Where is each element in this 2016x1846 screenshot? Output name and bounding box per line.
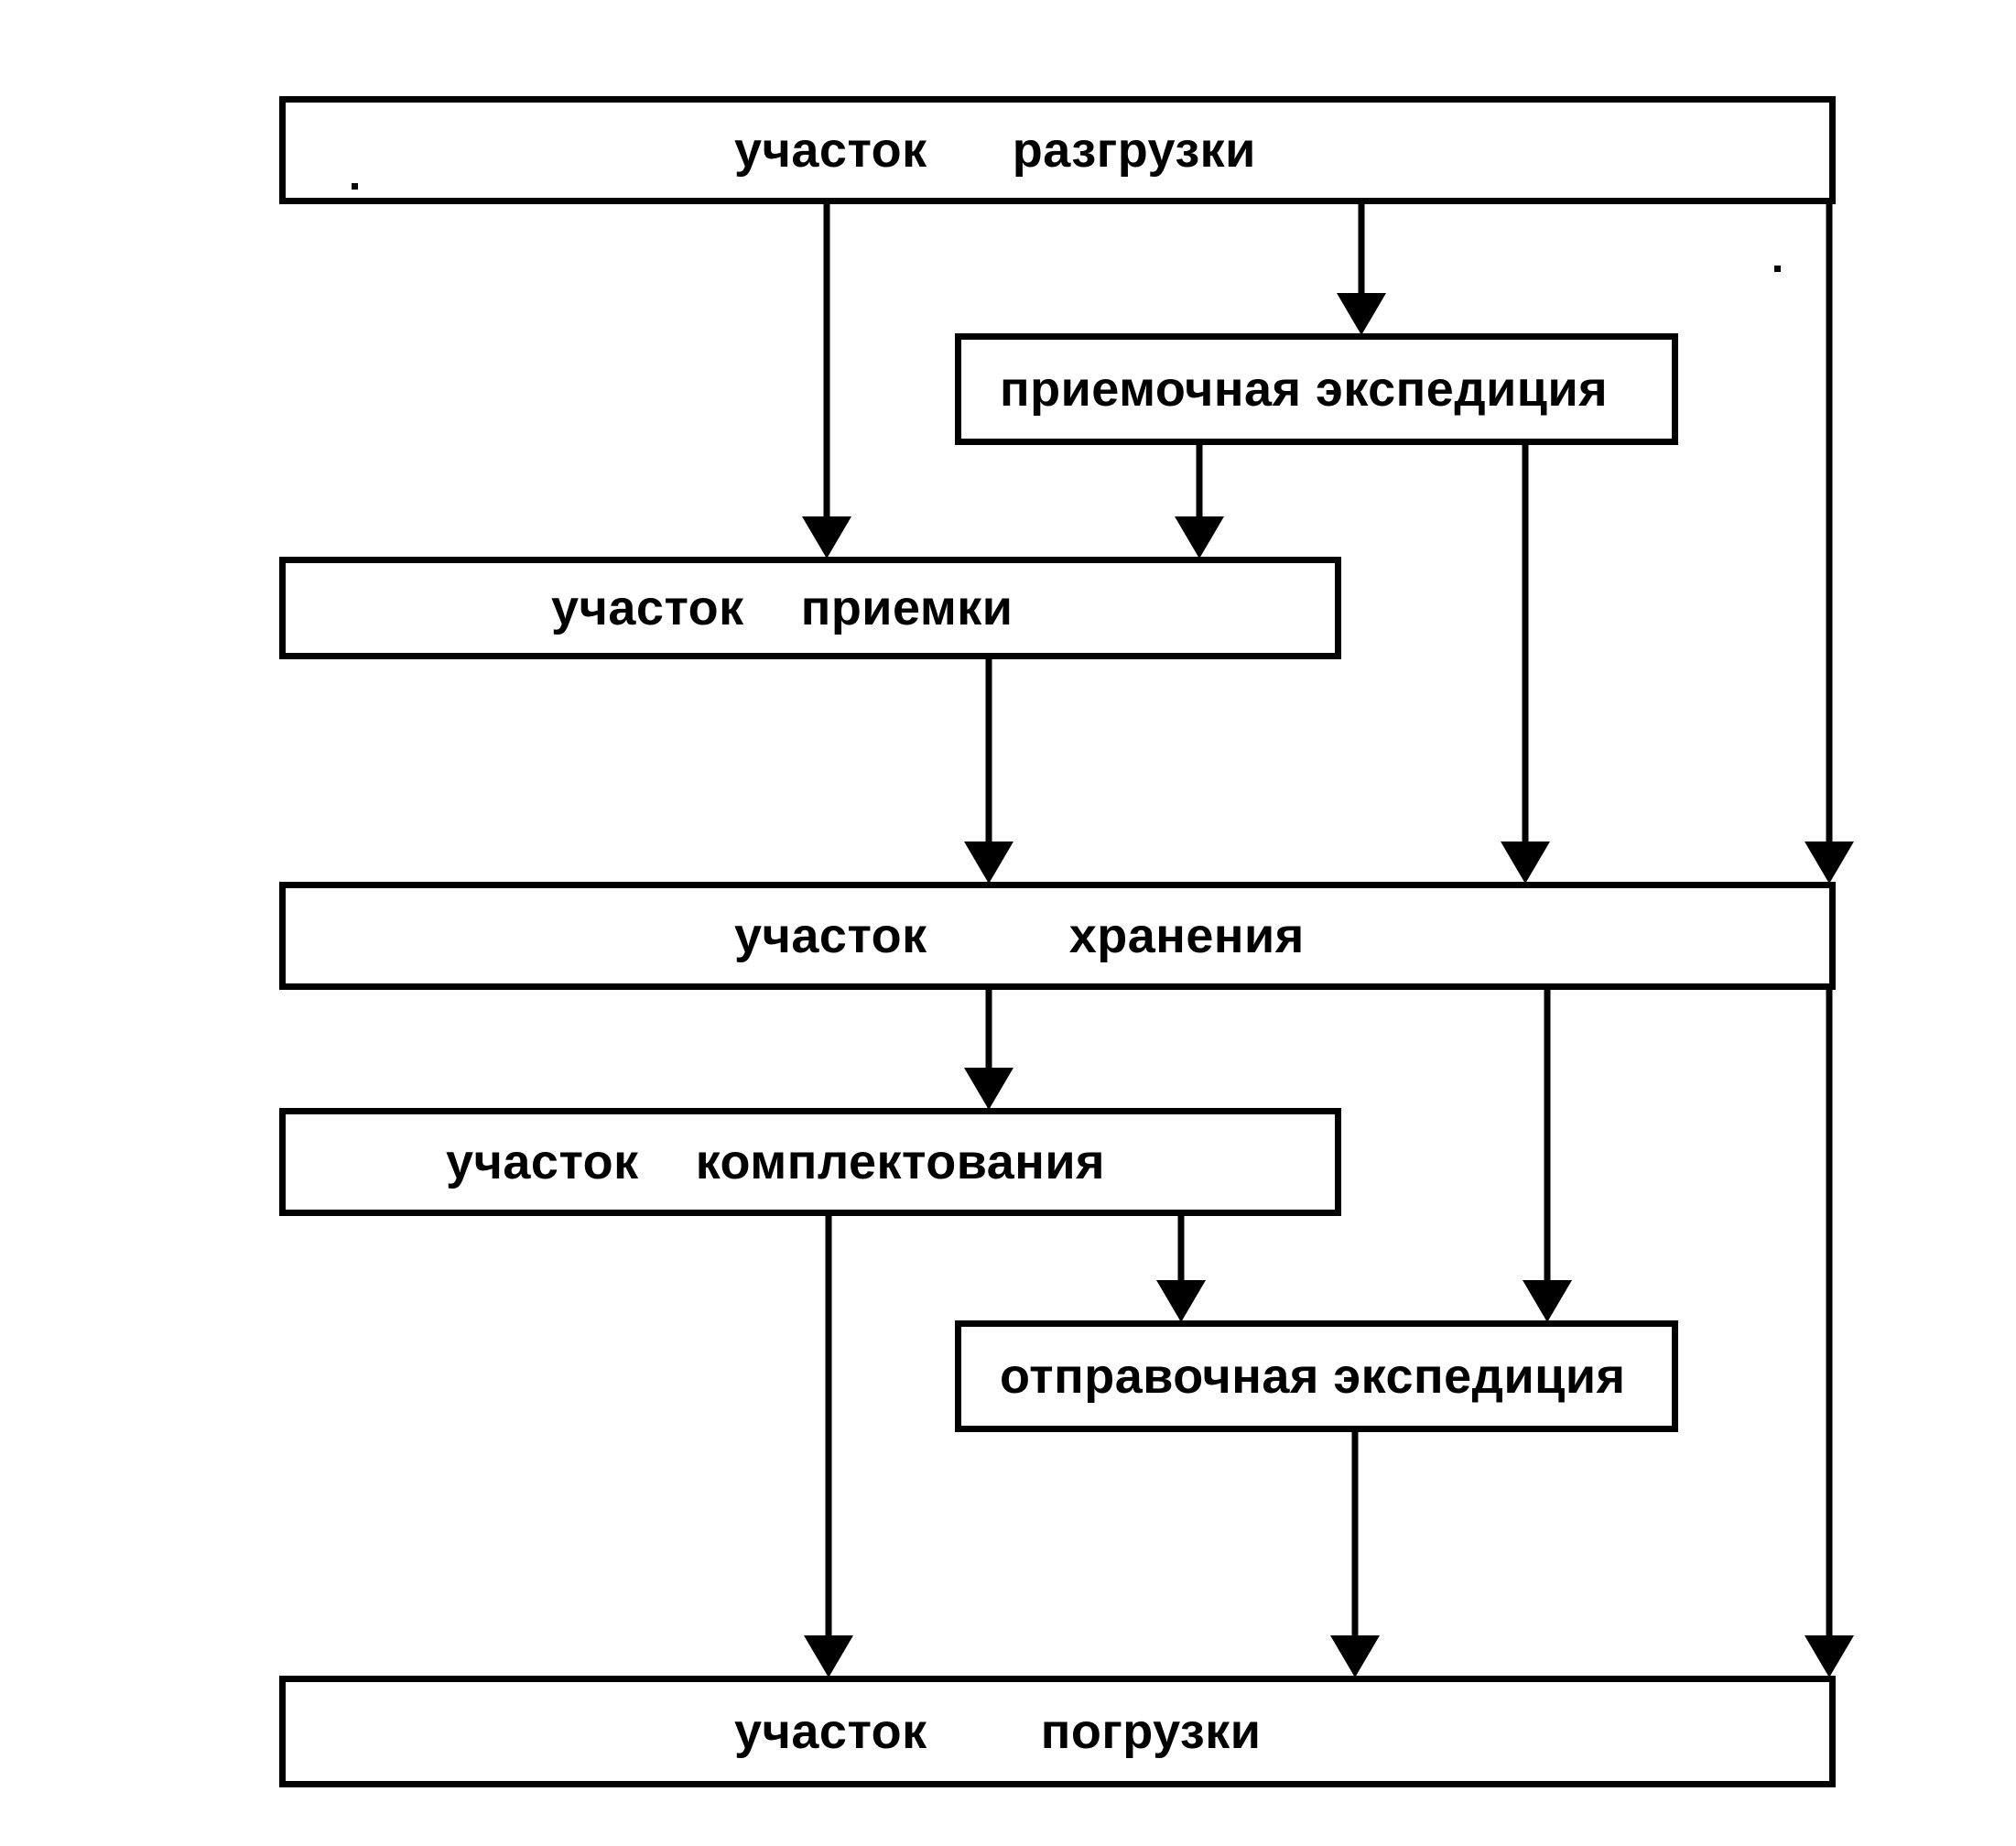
node-dispatch: отправочная экспедиция (955, 1320, 1678, 1432)
arrowhead-icon (964, 842, 1013, 884)
arrowhead-icon (1330, 1635, 1380, 1678)
node-label-unloading: участок разгрузки (734, 123, 1256, 178)
node-label-acceptance: участок приемки (551, 581, 1013, 635)
edge-dispatch-to-loading (1330, 1432, 1380, 1678)
edge-unloading-to-storage (1805, 204, 1854, 884)
arrowhead-icon (1337, 293, 1386, 335)
node-loading: участок погрузки (279, 1676, 1836, 1787)
arrowhead-icon (1175, 516, 1224, 559)
node-acceptance: участок приемки (279, 557, 1341, 659)
edge-acceptance-to-storage (964, 659, 1013, 884)
arrowhead-icon (1501, 842, 1550, 884)
edge-picking-to-dispatch (1156, 1216, 1206, 1322)
arrowhead-icon (964, 1068, 1013, 1110)
arrowhead-icon (802, 516, 851, 559)
edge-receiving-to-storage (1501, 445, 1550, 884)
arrowhead-icon (1156, 1280, 1206, 1322)
edge-storage-to-loading (1805, 990, 1854, 1678)
arrowhead-icon (1523, 1280, 1572, 1322)
edge-picking-to-loading (804, 1216, 853, 1678)
node-label-storage: участок хранения (734, 908, 1305, 963)
edge-receiving-to-acceptance (1175, 445, 1224, 559)
node-picking: участок комплектования (279, 1108, 1341, 1216)
node-label-picking: участок комплектования (446, 1135, 1106, 1189)
stray-dot-right (1774, 266, 1781, 272)
edge-storage-to-dispatch (1523, 990, 1572, 1322)
edge-unloading-to-acceptance (802, 204, 851, 559)
arrowhead-icon (1805, 842, 1854, 884)
node-label-loading: участок погрузки (734, 1704, 1262, 1759)
arrowhead-icon (1805, 1635, 1854, 1678)
node-label-dispatch: отправочная экспедиция (1000, 1349, 1626, 1404)
edge-unloading-to-receiving (1337, 204, 1386, 335)
arrowhead-icon (804, 1635, 853, 1678)
edge-storage-to-picking (964, 990, 1013, 1110)
stray-dot-unloading (352, 183, 358, 190)
node-storage: участок хранения (279, 882, 1836, 990)
node-label-receiving: приемочная экспедиция (1000, 362, 1609, 417)
node-unloading: участок разгрузки (279, 96, 1836, 204)
node-receiving: приемочная экспедиция (955, 333, 1678, 445)
